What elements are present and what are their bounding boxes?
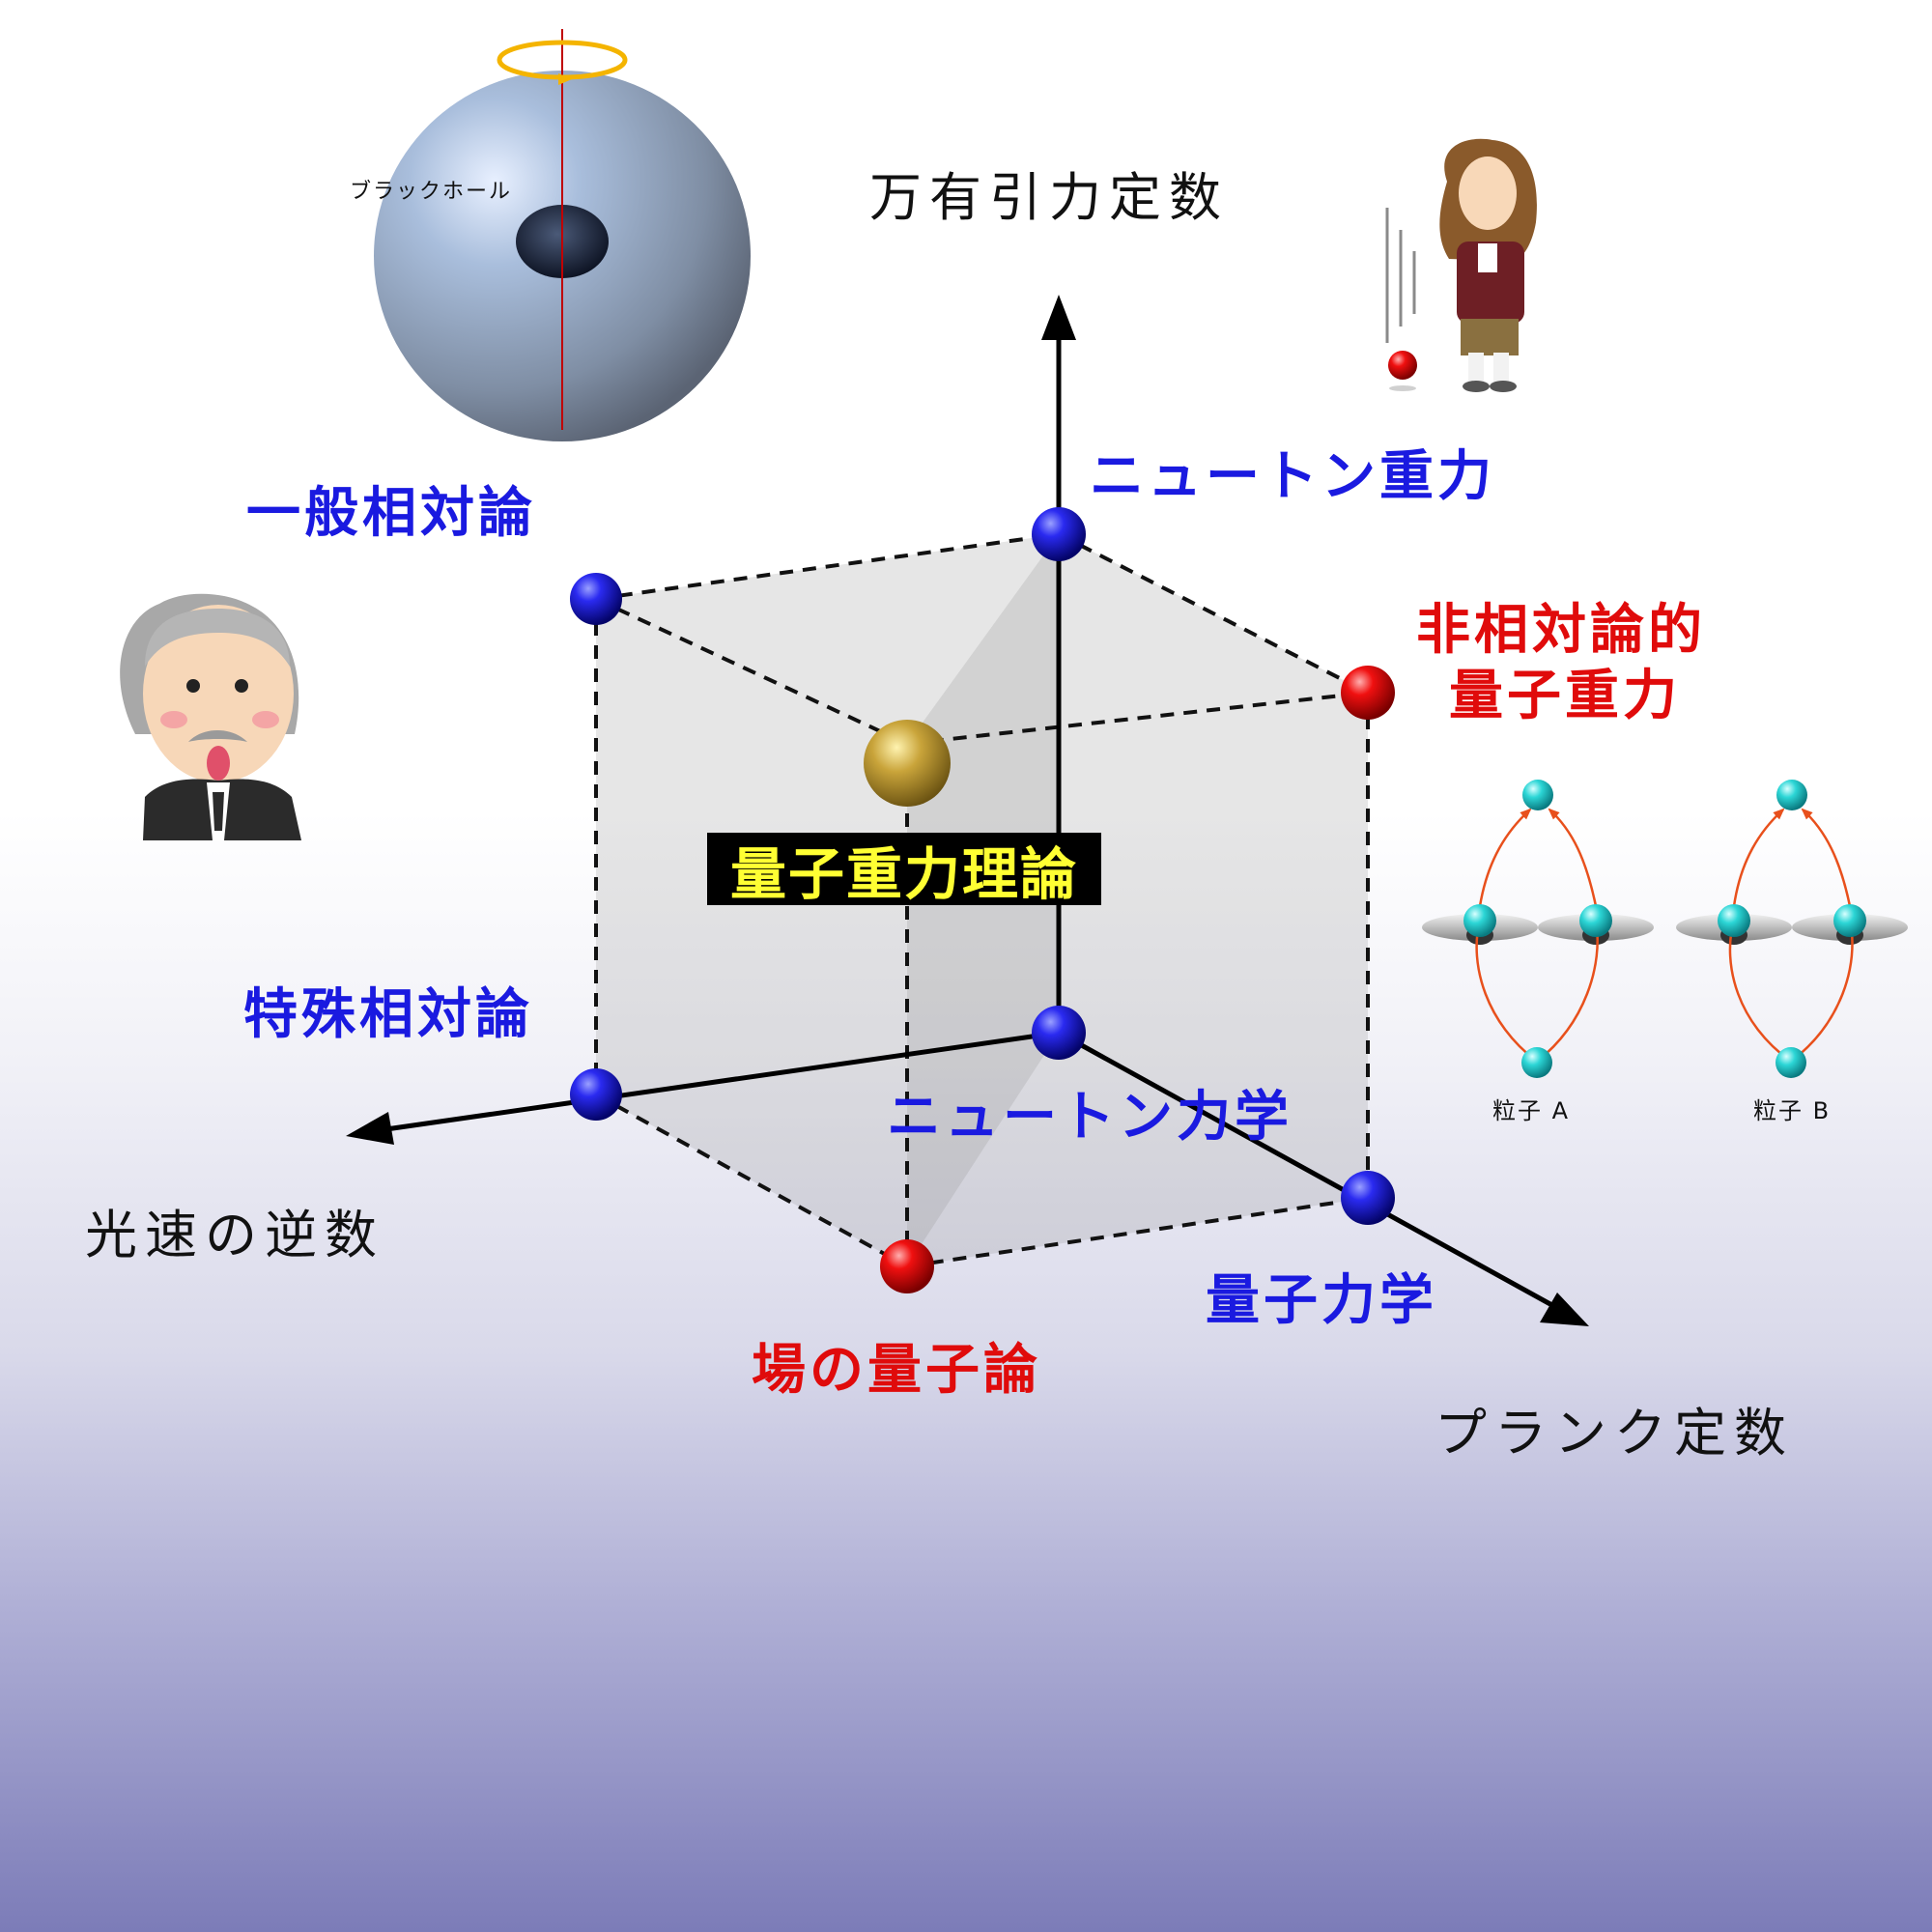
vertex-spheres xyxy=(570,507,1395,1293)
sphere-newton-gravity xyxy=(1032,507,1086,561)
sphere-special-relativity xyxy=(570,1068,622,1121)
cube-face-bottom xyxy=(596,1033,1368,1266)
black-hole-illustration xyxy=(374,29,751,441)
label-newton-gravity: ニュートン重力 xyxy=(1090,444,1495,508)
sphere-nonrel-quantum-gravity xyxy=(1341,666,1395,720)
axis-arrowheads xyxy=(346,295,1589,1326)
sphere-newton-mechanics xyxy=(1032,1006,1086,1060)
edge-sr-qft xyxy=(595,1093,908,1268)
label-special-relativity: 特殊相対論 xyxy=(243,982,533,1046)
particle-diagram xyxy=(1422,780,1908,1078)
edge-gr-qg xyxy=(595,597,908,746)
label-quantum-gravity-theory: 量子重力理論 xyxy=(707,833,1101,907)
arrow-up xyxy=(1041,295,1076,340)
label-quantum-mechanics: 量子力学 xyxy=(1206,1268,1437,1332)
label-qft: 場の量子論 xyxy=(752,1338,1041,1402)
arrow-left xyxy=(346,1112,394,1145)
edge-qft-qm xyxy=(906,1196,1369,1268)
caption-black-hole: ブラックホール xyxy=(350,180,513,204)
cube-axes xyxy=(357,305,1578,1321)
sphere-quantum-gravity xyxy=(864,720,951,807)
sphere-qft xyxy=(880,1239,934,1293)
arrow-right xyxy=(1540,1293,1589,1326)
caption-particle-b: 粒子 B xyxy=(1753,1097,1832,1124)
caption-particle-a: 粒子 A xyxy=(1492,1097,1571,1124)
cube-face-left xyxy=(596,534,1059,1094)
cube-face-right xyxy=(1059,534,1368,1198)
cube-dashed-edges xyxy=(594,532,1370,1268)
label-nonrel-qg-line2: 量子重力 xyxy=(1449,664,1681,727)
axis-label-gravity-constant: 万有引力定数 xyxy=(869,167,1229,228)
edge-ngr-nrqg xyxy=(1058,532,1369,695)
axis-label-planck-constant: プランク定数 xyxy=(1435,1403,1794,1463)
sphere-quantum-mechanics xyxy=(1341,1171,1395,1225)
edge-qg-nrqg xyxy=(906,691,1369,746)
label-newton-mechanics: ニュートン力学 xyxy=(887,1085,1293,1149)
axis-label-inverse-light-speed: 光速の逆数 xyxy=(85,1205,384,1265)
axis-planck-line xyxy=(1057,1030,1578,1321)
axis-inverse-c-line xyxy=(357,1030,1060,1137)
label-general-relativity: 一般相対論 xyxy=(246,481,536,545)
edge-gr-ngr xyxy=(595,532,1060,601)
newton-illustration xyxy=(1385,138,1537,392)
einstein-illustration xyxy=(120,593,301,840)
label-nonrel-qg-line1: 非相対論的 xyxy=(1416,598,1706,662)
sphere-general-relativity xyxy=(570,573,622,625)
